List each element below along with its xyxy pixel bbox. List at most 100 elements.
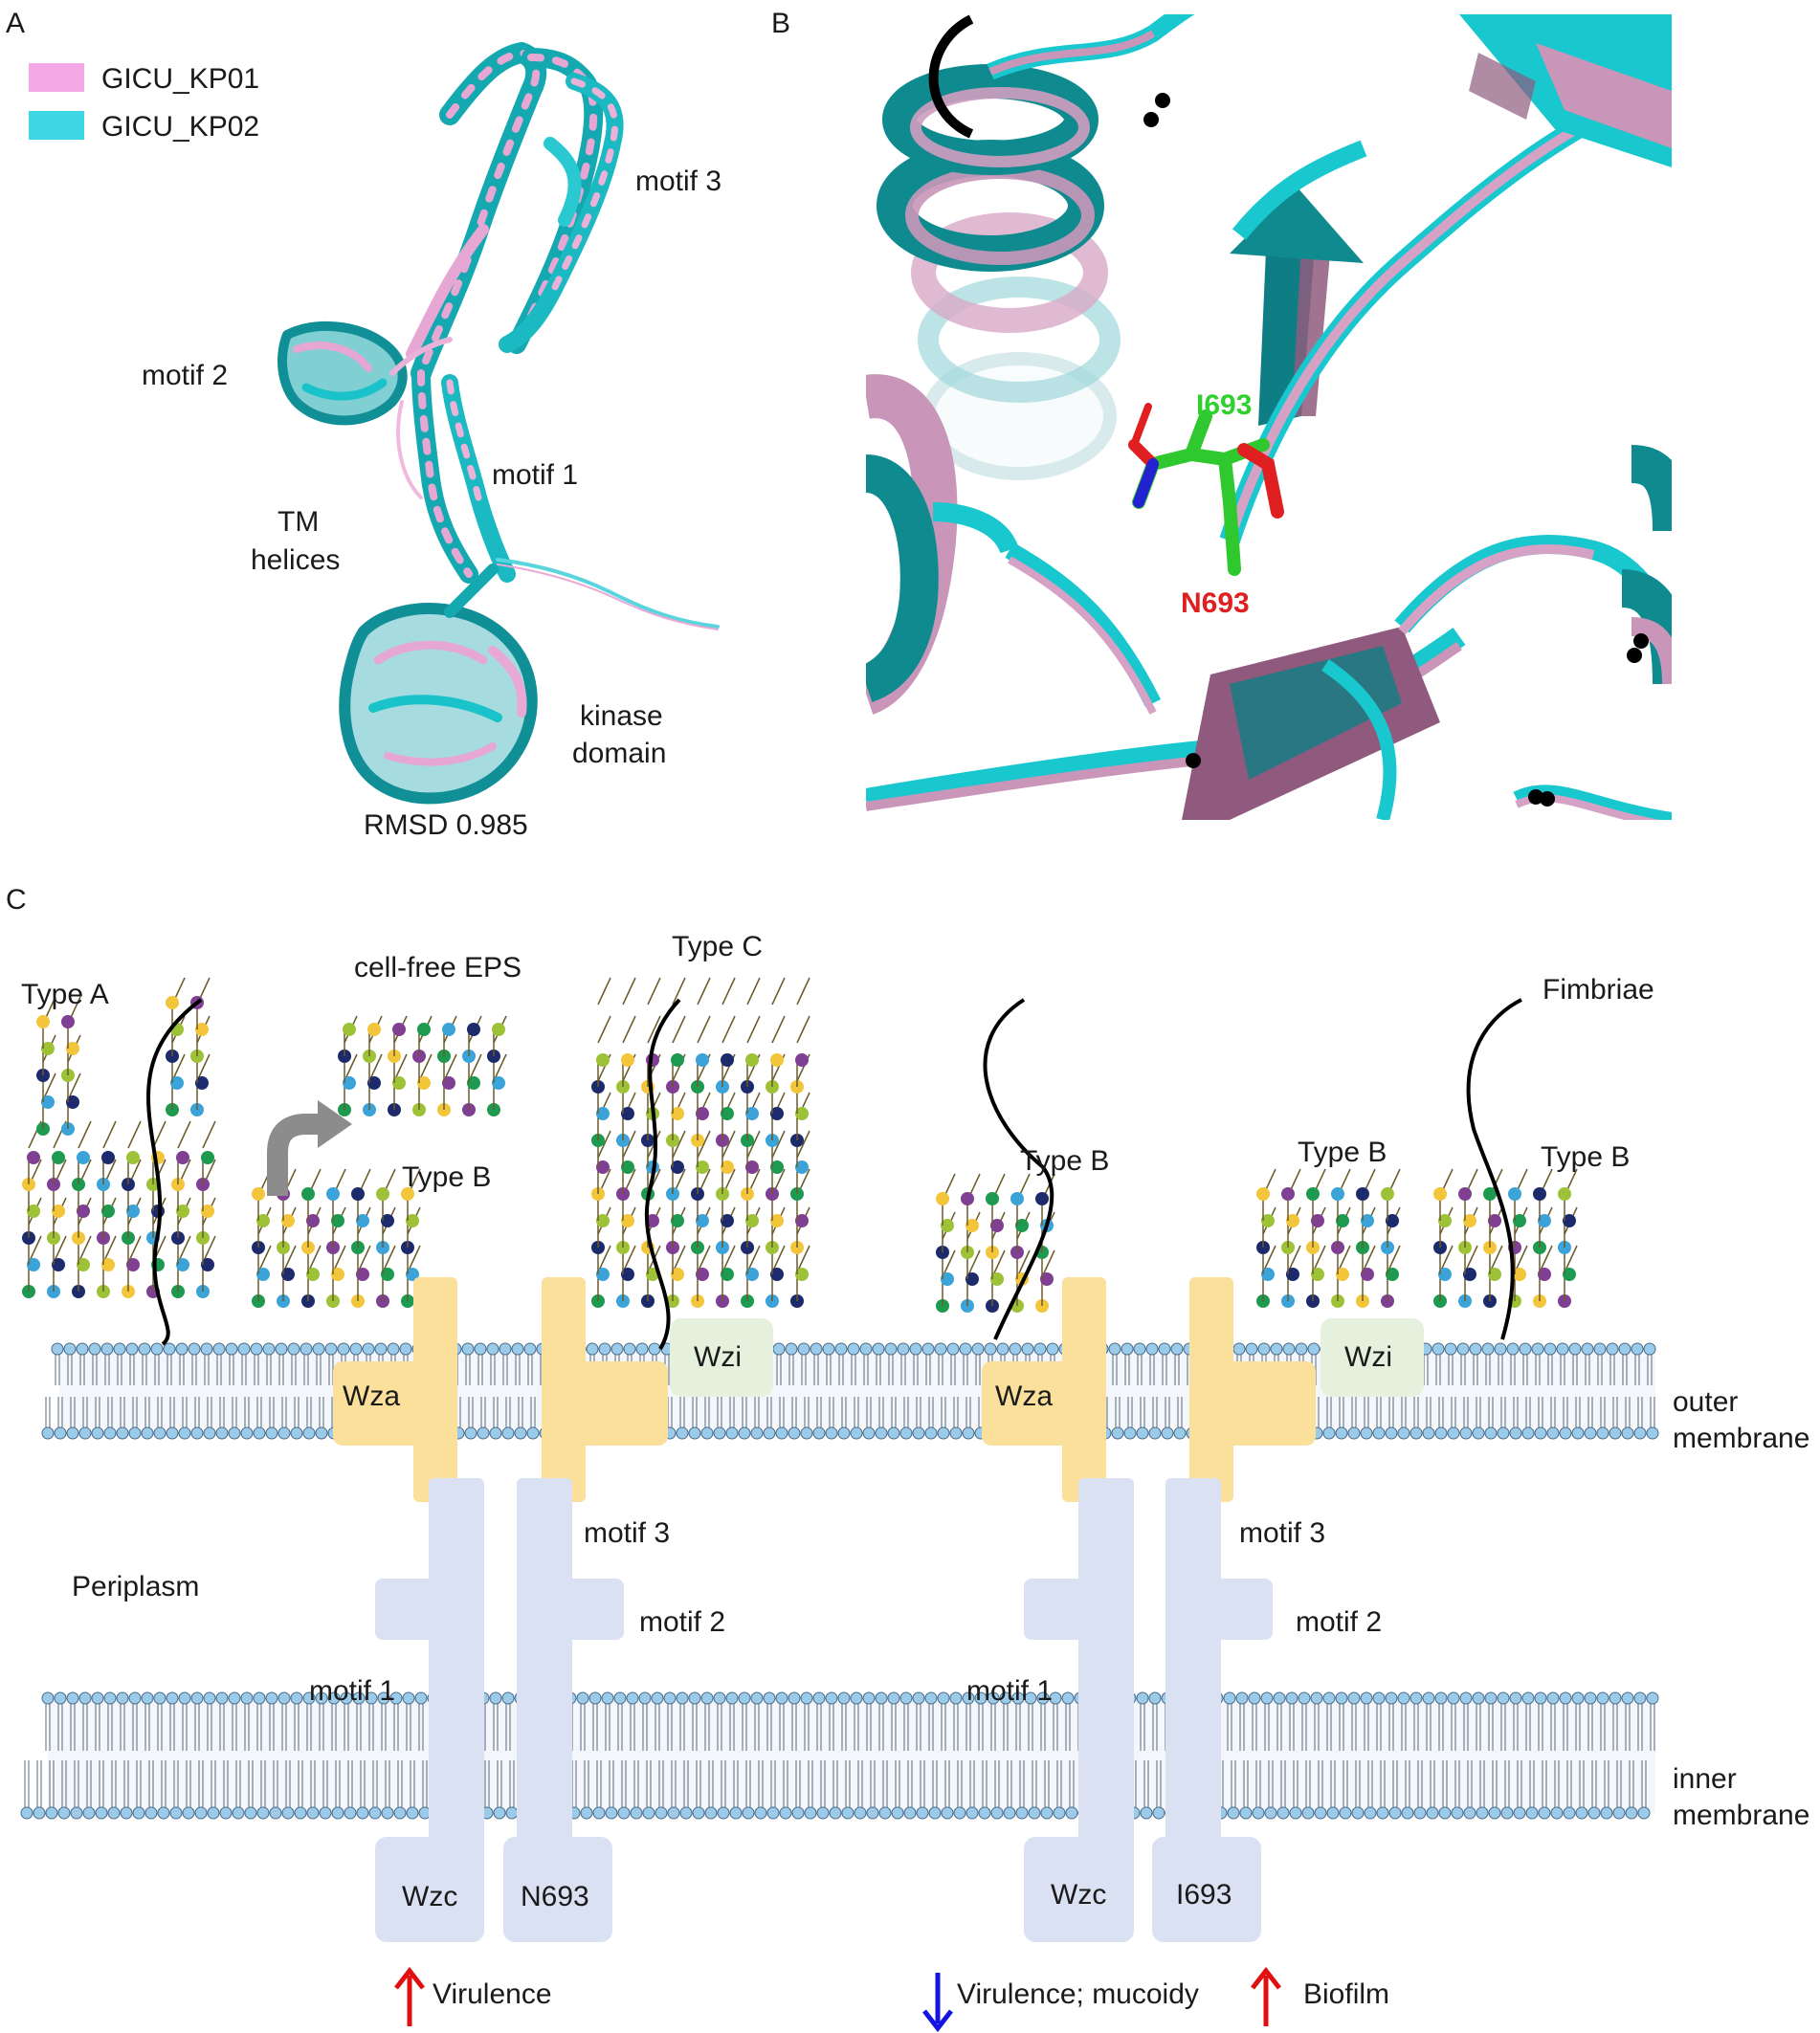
lipid-head xyxy=(1385,1691,1398,1705)
label-fimbriae: Fimbriae xyxy=(1543,974,1654,1005)
eps-cluster-type-c-sugar xyxy=(795,1160,809,1174)
eps-cluster-type-b1-sugar xyxy=(401,1187,414,1201)
eps-cluster-type-c-bond xyxy=(721,1015,736,1044)
label-type-a: Type A xyxy=(21,979,109,1010)
eps-cluster-type-c-bond xyxy=(746,1245,761,1273)
lipid-head xyxy=(775,1691,788,1705)
lipid-head xyxy=(1646,1691,1659,1705)
lipid-head xyxy=(847,1342,860,1356)
lipid-head xyxy=(924,1426,938,1440)
lipid-head xyxy=(1282,1342,1296,1356)
lipid-head xyxy=(132,1806,145,1820)
lipid-head xyxy=(1459,1426,1473,1440)
lipid-head xyxy=(1123,1426,1137,1440)
lipid-head xyxy=(78,1691,92,1705)
label-tm-line1: TM xyxy=(277,506,319,538)
lipid-head xyxy=(1065,1806,1078,1820)
lipid-head xyxy=(207,1806,220,1820)
eps-cluster-type-a-tall2 xyxy=(166,977,211,1116)
lipid-head xyxy=(738,1691,751,1705)
lipid-head xyxy=(374,1342,388,1356)
lipid-head xyxy=(872,1342,885,1356)
lipid-head xyxy=(1637,1806,1651,1820)
eps-cluster-type-c-bond xyxy=(597,1245,611,1273)
lipid-head xyxy=(477,1426,490,1440)
lipid-head xyxy=(103,1426,117,1440)
lipid-head xyxy=(352,1691,366,1705)
lipid-head xyxy=(1335,1691,1348,1705)
eps-cluster-type-a-bond xyxy=(102,1235,117,1264)
lipid-head xyxy=(41,1426,55,1440)
eps-cluster-type-b2-bond xyxy=(966,1249,981,1278)
lipid-head xyxy=(1360,1426,1373,1440)
lipid-head xyxy=(1053,1806,1066,1820)
lipid-head xyxy=(262,1342,276,1356)
eps-cluster-type-a-sugar xyxy=(126,1204,140,1218)
lipid-head xyxy=(277,1691,291,1705)
lipid-head xyxy=(1469,1342,1482,1356)
lipid-head xyxy=(638,1691,652,1705)
eps-cluster-type-c-bond xyxy=(597,977,611,1005)
eps-cluster-type-b3-bond xyxy=(1262,1245,1276,1273)
eps-cluster-type-a-bond xyxy=(53,1235,67,1264)
eps-cluster-type-c-sugar xyxy=(621,1107,634,1120)
lipid-head xyxy=(163,1342,176,1356)
lipid-head xyxy=(688,1691,701,1705)
lipid-head xyxy=(1061,1691,1075,1705)
lipid-head xyxy=(1519,1342,1532,1356)
eps-cluster-type-c-sugar xyxy=(671,1214,684,1227)
eps-cluster-type-b2-sugar xyxy=(941,1272,954,1286)
eps-cluster-type-a-bond xyxy=(152,1120,166,1149)
lipid-head xyxy=(613,1691,627,1705)
eps-cluster-type-a-sugar xyxy=(176,1258,189,1271)
lipid-head xyxy=(576,1691,589,1705)
motif1-helices xyxy=(396,364,516,584)
lipid-head xyxy=(1571,1691,1585,1705)
eps-cluster-type-b4-sugar xyxy=(1463,1214,1476,1227)
lipid-head xyxy=(1136,1691,1149,1705)
lipid-head xyxy=(1568,1342,1582,1356)
lipid-head xyxy=(232,1806,245,1820)
eps-cluster-type-b3-bond xyxy=(1362,1245,1376,1273)
label-wzi-left: Wzi xyxy=(694,1341,742,1373)
eps-cluster-cell-free-sugar xyxy=(442,1076,455,1090)
lipid-head xyxy=(1625,1806,1638,1820)
label-tm-line2: helices xyxy=(251,544,340,576)
lipid-head xyxy=(946,1342,960,1356)
lipid-head xyxy=(648,1342,661,1356)
lipid-head xyxy=(1609,1426,1622,1440)
lipid-head xyxy=(1148,1691,1162,1705)
lipid-head xyxy=(692,1806,705,1820)
lipid-head xyxy=(45,1806,58,1820)
lipid-head xyxy=(511,1342,524,1356)
lipid-head xyxy=(290,1426,303,1440)
lipid-head xyxy=(1270,1342,1283,1356)
eps-cluster-type-b2 xyxy=(936,1173,1055,1313)
eps-cluster-type-a-tall2-sugar xyxy=(195,1023,209,1036)
lipid-head xyxy=(349,1342,363,1356)
lipid-head xyxy=(194,1806,208,1820)
lipid-head xyxy=(862,1426,876,1440)
lipid-head xyxy=(1481,1342,1495,1356)
eps-cluster-type-a-tall-sugar xyxy=(41,1095,55,1109)
lipid-head xyxy=(878,1806,892,1820)
lipid-head xyxy=(76,1342,89,1356)
lipid-head xyxy=(57,1806,71,1820)
eps-cluster-type-c-sugar xyxy=(671,1160,684,1174)
lipid-head xyxy=(742,1806,755,1820)
lipid-head xyxy=(949,1426,963,1440)
lipid-head xyxy=(1028,1806,1041,1820)
eps-cluster-type-b1-sugar xyxy=(331,1268,344,1281)
lipid-head xyxy=(676,1691,689,1705)
eps-cluster-type-c-sugar xyxy=(646,1214,659,1227)
eps-cluster-type-b3-sugar xyxy=(1336,1268,1349,1281)
eps-cluster-type-a-sugar xyxy=(126,1258,140,1271)
lipid-head xyxy=(1543,1342,1557,1356)
eps-cluster-type-a-tall2-bond xyxy=(171,1053,186,1082)
eps-cluster-type-b1-sugar xyxy=(301,1187,315,1201)
eps-cluster-type-b4-sugar xyxy=(1563,1214,1576,1227)
eps-cluster-type-a-sugar xyxy=(77,1151,90,1164)
lipid-head xyxy=(775,1426,788,1440)
lipid-head xyxy=(825,1426,838,1440)
